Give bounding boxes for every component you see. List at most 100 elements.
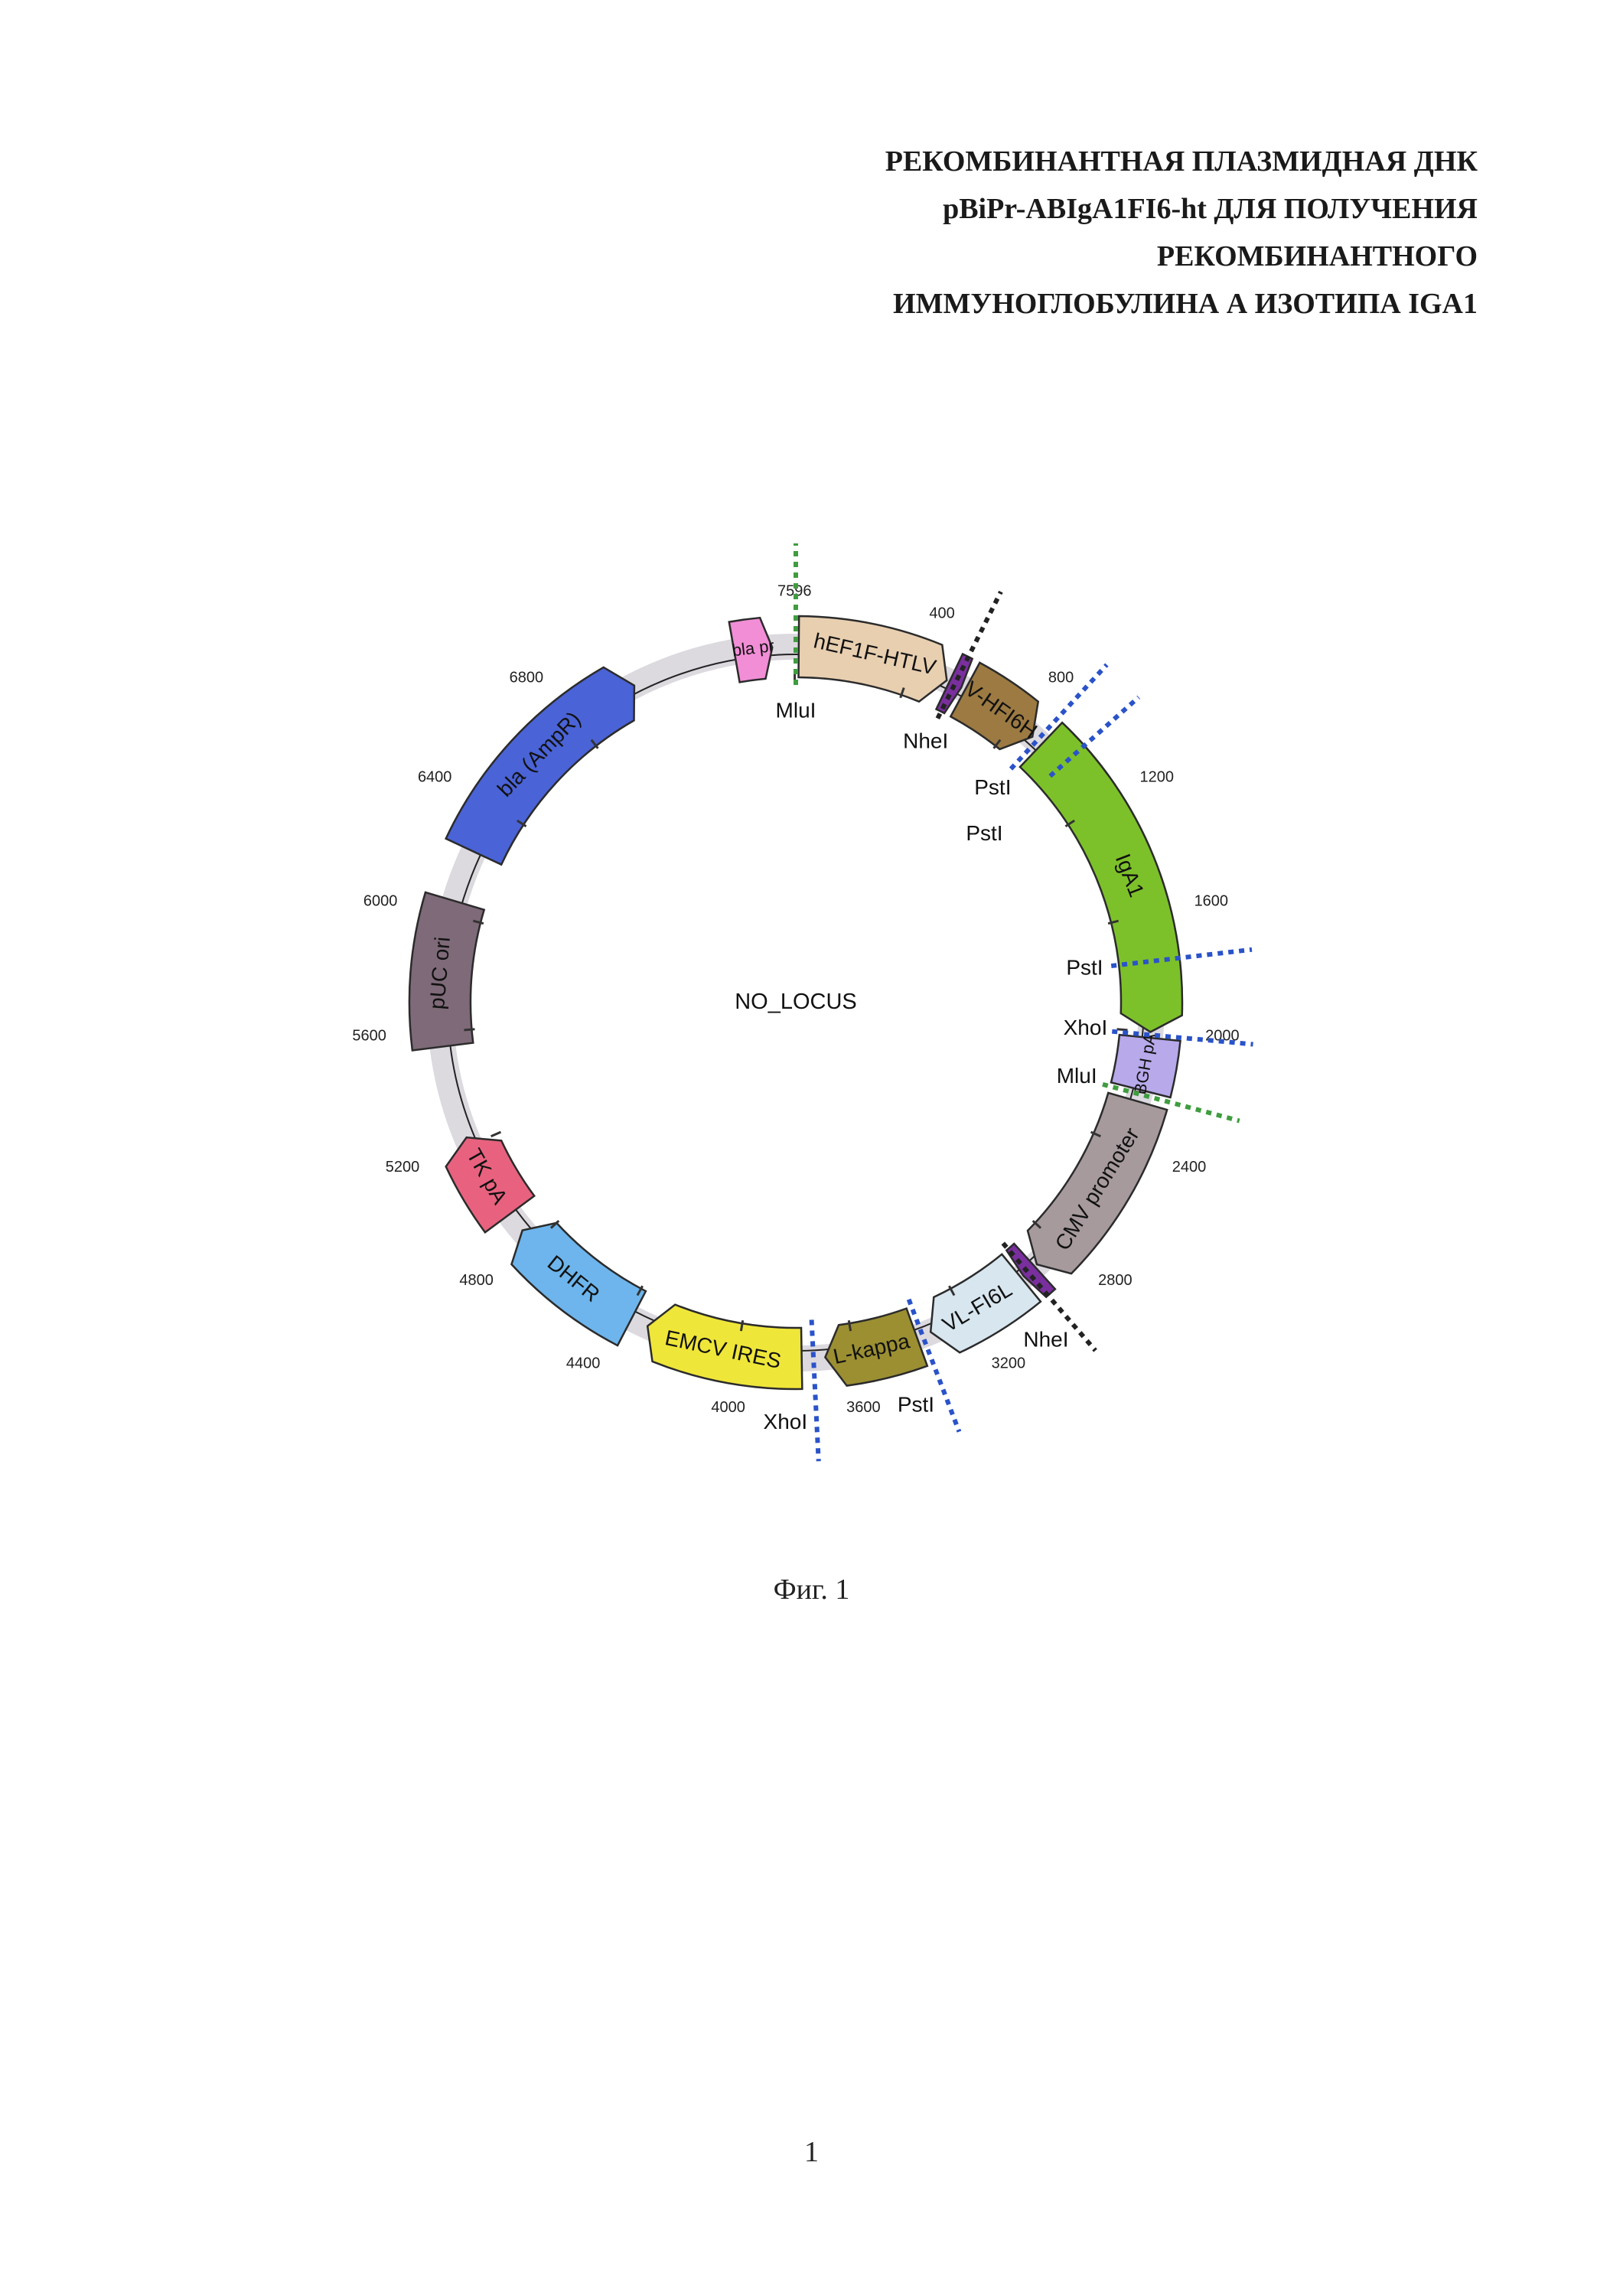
feature-shape bbox=[1018, 721, 1184, 1033]
tick-2800: 2800 bbox=[1031, 1220, 1133, 1289]
tick-label: 6000 bbox=[363, 892, 398, 909]
tick-400: 400 bbox=[899, 605, 955, 699]
site-cut-line bbox=[1112, 1029, 1253, 1047]
tick-label: 2400 bbox=[1172, 1159, 1207, 1176]
feature-tk-pa: TK pA bbox=[445, 1136, 536, 1234]
feature-iga1: IgA1 bbox=[1018, 721, 1184, 1033]
site-xhoi-5: XhoI bbox=[1064, 1016, 1253, 1047]
tick-label: 1200 bbox=[1140, 769, 1175, 786]
tick-mark bbox=[472, 919, 484, 925]
title-line-3: РЕКОМБИНАНТНОГО bbox=[1156, 240, 1478, 272]
site-label: XhoI bbox=[764, 1410, 808, 1433]
tick-4000: 4000 bbox=[711, 1320, 745, 1416]
tick-3200: 3200 bbox=[948, 1285, 1026, 1372]
figure-caption: Фиг. 1 bbox=[773, 1574, 850, 1606]
feature-bla-promoter: bla pr bbox=[728, 616, 775, 683]
tick-label: 4800 bbox=[459, 1272, 494, 1289]
tick-4400: 4400 bbox=[566, 1285, 644, 1372]
site-psti-4: PstI bbox=[1066, 947, 1253, 980]
tick-5600: 5600 bbox=[352, 1028, 475, 1045]
tick-label: 800 bbox=[1048, 670, 1074, 687]
site-nhei-7: NheI bbox=[1001, 1241, 1097, 1352]
tick-label: 3200 bbox=[992, 1355, 1026, 1372]
tick-label: 5200 bbox=[386, 1159, 420, 1176]
tick-6800: 6800 bbox=[510, 670, 599, 749]
feature-dhfr: DHFR bbox=[510, 1221, 647, 1347]
site-nhei-1: NheI bbox=[903, 590, 1003, 752]
feature-bgh-pa: BGH pA bbox=[1110, 1032, 1181, 1099]
feature-shape bbox=[1005, 1242, 1057, 1299]
restriction-sites: MluI NheI PstI PstI PstI XhoI MluI NheI PstI XhoI bbox=[764, 543, 1253, 1462]
tick-mark bbox=[549, 1220, 560, 1229]
title-line-2: pBiPr-ABIgA1FI6-ht ДЛЯ ПОЛУЧЕНИЯ bbox=[943, 193, 1478, 225]
site-xhoi-9: XhoI bbox=[764, 1319, 821, 1462]
feature-shape bbox=[929, 1253, 1042, 1354]
site-cut-line bbox=[1001, 1241, 1097, 1352]
tick-mark bbox=[490, 1130, 502, 1138]
tick-800: 800 bbox=[992, 670, 1074, 749]
page-number: 1 bbox=[804, 2136, 819, 2168]
tick-label: 5600 bbox=[352, 1028, 386, 1045]
tick-3600: 3600 bbox=[846, 1320, 881, 1416]
site-label: PstI bbox=[1066, 956, 1103, 980]
tick-mark bbox=[1116, 1028, 1128, 1032]
feature-shape bbox=[1110, 1033, 1181, 1099]
feature-shape bbox=[797, 615, 948, 703]
tick-mark bbox=[739, 1320, 745, 1332]
feature-hef1f-htlv: hEF1F-HTLV bbox=[797, 615, 948, 703]
site-label: NheI bbox=[903, 729, 948, 752]
document-title: РЕКОМБИНАНТНАЯ ПЛАЗМИДНАЯ ДНК pBiPr-ABIg… bbox=[559, 138, 1478, 328]
site-mlui-6: MluI bbox=[1057, 1064, 1240, 1124]
tick-mark bbox=[464, 1028, 475, 1032]
tick-mark bbox=[847, 1320, 852, 1332]
site-label: MluI bbox=[1057, 1064, 1097, 1088]
feature-shape bbox=[646, 1303, 803, 1391]
feature-puc-ori: pUC ori bbox=[408, 891, 486, 1052]
site-psti-8: PstI bbox=[898, 1298, 962, 1433]
tick-label: 6400 bbox=[418, 769, 452, 786]
tick-mark bbox=[1107, 919, 1119, 925]
title-line-4: ИММУНОГЛОБУЛИНА А ИЗОТИПА IGA1 bbox=[893, 288, 1478, 320]
tick-label: 6800 bbox=[510, 670, 544, 687]
site-label: PstI bbox=[966, 821, 1002, 845]
tick-mark bbox=[636, 1285, 644, 1296]
site-label: MluI bbox=[776, 698, 816, 722]
tick-label: 4000 bbox=[711, 1399, 745, 1416]
site-label: PstI bbox=[974, 775, 1011, 799]
feature-vl-fi6: VL-FI6L bbox=[929, 1253, 1042, 1354]
tick-label: 4400 bbox=[566, 1355, 601, 1372]
site-psti-2: PstI bbox=[974, 663, 1109, 799]
feature-shape bbox=[728, 616, 774, 683]
center-locus-label: NO_LOCUS bbox=[735, 990, 857, 1014]
title-line-1: РЕКОМБИНАНТНАЯ ПЛАЗМИДНАЯ ДНК bbox=[885, 145, 1478, 178]
tick-label: 400 bbox=[929, 605, 954, 621]
tick-mark bbox=[1031, 1220, 1042, 1229]
tick-mark bbox=[1090, 1130, 1101, 1138]
feature-bla-ampr: bla (AmpR) bbox=[445, 666, 636, 866]
feature-cmv-promoter: CMV promoter bbox=[1026, 1091, 1168, 1275]
tick-2400: 2400 bbox=[1090, 1130, 1207, 1176]
tick-6000: 6000 bbox=[363, 892, 484, 925]
site-mlui-0: MluI bbox=[776, 543, 816, 722]
tick-mark bbox=[948, 1285, 956, 1296]
site-cut-line bbox=[906, 1298, 962, 1433]
tick-label: 7596 bbox=[777, 582, 812, 599]
feature-shape bbox=[445, 666, 636, 866]
site-cut-line bbox=[1048, 695, 1141, 778]
tick-5200: 5200 bbox=[386, 1130, 502, 1176]
site-cut-line bbox=[1009, 663, 1109, 771]
tick-label: 3600 bbox=[846, 1399, 881, 1416]
tick-1600: 1600 bbox=[1107, 892, 1228, 925]
tick-mark bbox=[1064, 819, 1075, 827]
tick-label: 2800 bbox=[1098, 1272, 1133, 1289]
tick-mark bbox=[992, 739, 1002, 749]
site-label: PstI bbox=[898, 1393, 934, 1417]
feature-leader-2 bbox=[1005, 1242, 1057, 1299]
feature-emcv-ires: EMCV IRES bbox=[646, 1303, 803, 1391]
feature-shape bbox=[445, 1136, 536, 1234]
site-label: NheI bbox=[1023, 1328, 1068, 1352]
feature-shape bbox=[1026, 1091, 1168, 1275]
tick-mark bbox=[517, 819, 527, 827]
site-cut-line bbox=[1102, 1081, 1240, 1124]
